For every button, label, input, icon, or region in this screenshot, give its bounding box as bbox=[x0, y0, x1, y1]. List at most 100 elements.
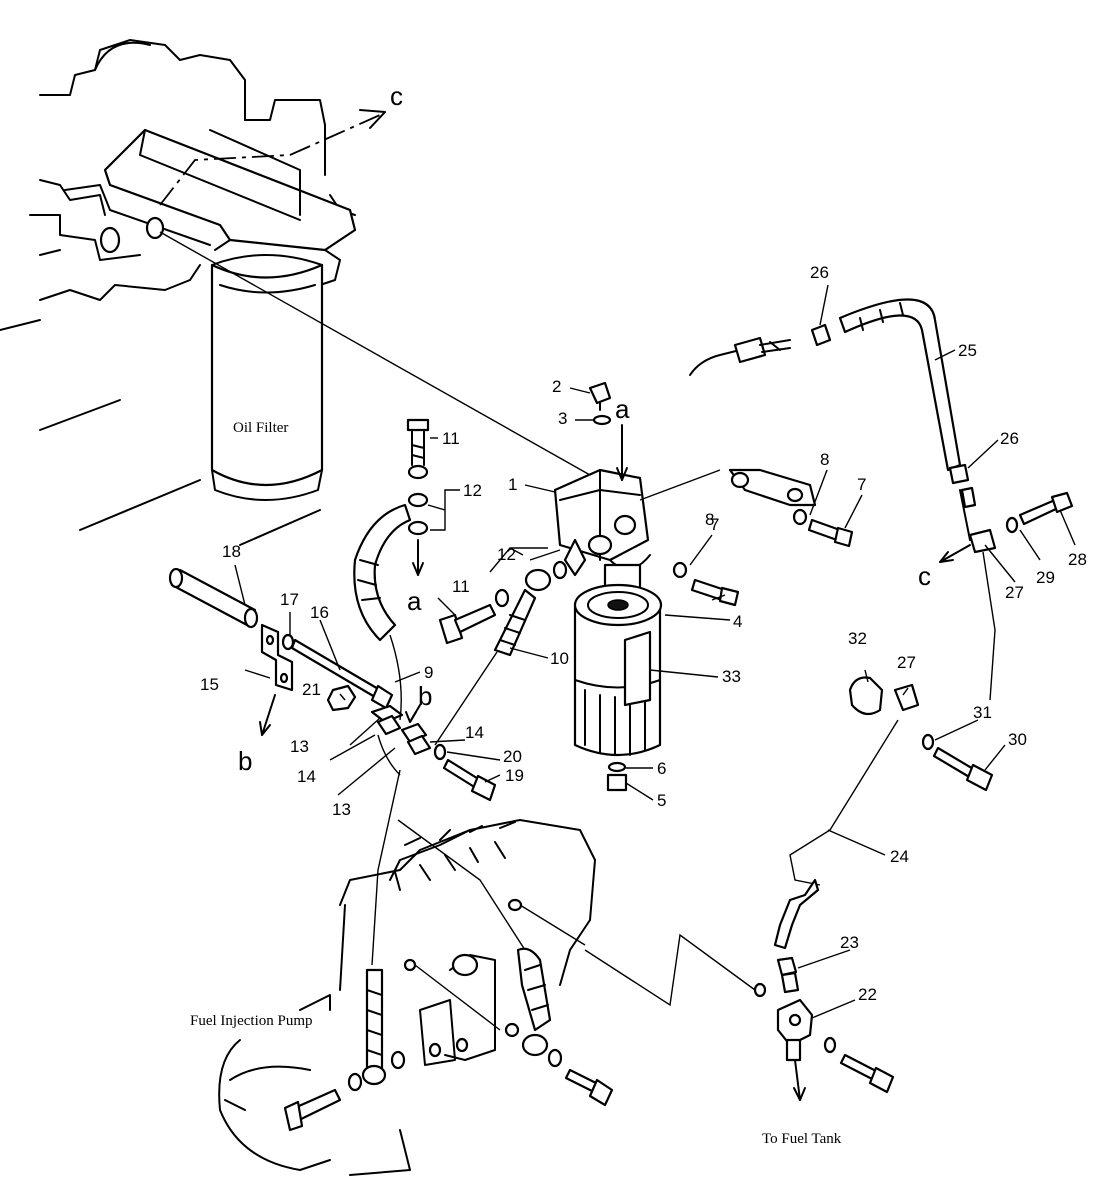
callout-13-upper: 13 bbox=[290, 737, 309, 756]
callout-8-upper: 8 bbox=[820, 450, 829, 469]
washer-17 bbox=[281, 633, 295, 651]
bracket-to-head-line bbox=[159, 231, 591, 476]
sleeve-32 bbox=[848, 676, 884, 716]
view-arrow-a-top: a bbox=[615, 394, 630, 481]
view-letter-a-left: a bbox=[407, 586, 422, 616]
bolt-11-lower bbox=[438, 603, 497, 645]
view-arrow-a-left: a bbox=[407, 539, 424, 616]
callout-26-upper: 26 bbox=[810, 263, 829, 282]
washer-8-lower bbox=[672, 561, 688, 579]
fuel-line-24 bbox=[773, 719, 899, 950]
fitting-27-lower bbox=[893, 683, 920, 712]
washer-12-upper-c bbox=[407, 520, 429, 536]
callout-20: 20 bbox=[503, 747, 522, 766]
callout-numbers: 1 2 3 4 5 6 7 7 8 8 9 10 11 11 12 12 13 … bbox=[200, 263, 1087, 1004]
washer-8-upper bbox=[792, 508, 808, 526]
callout-10: 10 bbox=[550, 649, 569, 668]
view-letter-c-top: c bbox=[390, 81, 403, 111]
view-arrow-b-mid: b bbox=[405, 681, 432, 723]
oil-filter-label: Oil Filter bbox=[233, 420, 288, 436]
bolt-7-lower bbox=[690, 578, 740, 607]
fuel-filter-cartridge bbox=[573, 583, 663, 757]
bolt-16 bbox=[290, 638, 394, 710]
view-arrow-c-right: c bbox=[918, 544, 971, 591]
leader-lines bbox=[234, 284, 1076, 1019]
callout-12-lower: 12 bbox=[497, 545, 516, 564]
view-letter-b-left: b bbox=[238, 746, 252, 776]
callout-1: 1 bbox=[508, 475, 517, 494]
washer-6 bbox=[607, 761, 627, 773]
callout-9: 9 bbox=[424, 663, 433, 682]
callout-7-lower: 7 bbox=[710, 515, 719, 534]
washer-12-upper-b bbox=[407, 492, 429, 508]
callout-26-lower: 26 bbox=[1000, 429, 1019, 448]
callout-16: 16 bbox=[310, 603, 329, 622]
oil-filter: Oil Filter bbox=[210, 254, 324, 501]
fuel-injection-pump-label: Fuel Injection Pump bbox=[190, 1013, 313, 1029]
callout-2: 2 bbox=[552, 377, 561, 396]
callout-5: 5 bbox=[657, 791, 666, 810]
bolt-22 bbox=[839, 1053, 895, 1094]
callout-6: 6 bbox=[657, 759, 666, 778]
nut-21 bbox=[326, 684, 357, 712]
to-fuel-tank-label: To Fuel Tank bbox=[762, 1131, 842, 1147]
washer-12-lower-b bbox=[552, 560, 568, 580]
callout-25: 25 bbox=[958, 341, 977, 360]
callout-14-right: 14 bbox=[465, 723, 484, 742]
fitting-27-upper bbox=[959, 486, 997, 701]
callout-33: 33 bbox=[722, 667, 741, 686]
bolt-30 bbox=[932, 746, 994, 792]
callout-17: 17 bbox=[280, 590, 299, 609]
bolt-19 bbox=[442, 758, 497, 802]
callout-27-upper: 27 bbox=[1005, 583, 1024, 602]
hose-clamp-26-upper bbox=[810, 323, 832, 347]
callout-30: 30 bbox=[1008, 730, 1027, 749]
washer-3 bbox=[592, 414, 612, 426]
callout-24: 24 bbox=[890, 847, 909, 866]
callout-32: 32 bbox=[848, 629, 867, 648]
bolt-2 bbox=[588, 381, 612, 411]
callout-12-upper: 12 bbox=[463, 481, 482, 500]
fuel-hose-10 bbox=[434, 568, 552, 746]
callout-18: 18 bbox=[222, 542, 241, 561]
fitting-23 bbox=[776, 956, 800, 994]
callout-13-lower: 13 bbox=[332, 800, 351, 819]
callout-28: 28 bbox=[1068, 550, 1087, 569]
callout-23: 23 bbox=[840, 933, 859, 952]
bolt-28 bbox=[1018, 491, 1074, 526]
view-letter-b-mid: b bbox=[418, 681, 432, 711]
callout-21: 21 bbox=[302, 680, 321, 699]
callout-27-lower: 27 bbox=[897, 653, 916, 672]
washer-31 bbox=[921, 733, 935, 751]
clamp-13-14 bbox=[370, 704, 432, 776]
filter-mounting-bracket bbox=[64, 128, 357, 286]
callout-14-left: 14 bbox=[297, 767, 316, 786]
break-line bbox=[507, 898, 767, 1007]
fuel-hose-25 bbox=[838, 298, 962, 472]
lower-middle-hose bbox=[397, 819, 614, 1107]
view-line-c-top: c bbox=[159, 81, 403, 206]
spacer-18 bbox=[168, 567, 259, 629]
view-letter-a-top: a bbox=[615, 394, 630, 424]
bolt-11-upper bbox=[406, 418, 430, 466]
fuel-hose-9 bbox=[353, 503, 412, 721]
bolt-7-upper bbox=[807, 518, 854, 548]
callout-4: 4 bbox=[733, 612, 742, 631]
washer-29 bbox=[1005, 516, 1019, 534]
callout-22: 22 bbox=[858, 985, 877, 1004]
washer-12-lower-a bbox=[494, 588, 510, 608]
callout-31: 31 bbox=[973, 703, 992, 722]
lower-left-hose bbox=[283, 769, 406, 1132]
fitting-22 bbox=[776, 998, 814, 1101]
callout-11-upper: 11 bbox=[442, 429, 460, 448]
washer-12-upper-a bbox=[407, 464, 429, 480]
fuel-injection-pump: Fuel Injection Pump bbox=[190, 819, 596, 1176]
view-arrow-b-left: b bbox=[238, 694, 276, 776]
hose-clamp-26-lower bbox=[948, 463, 970, 485]
callout-11-lower: 11 bbox=[452, 577, 470, 596]
callout-29: 29 bbox=[1036, 568, 1055, 587]
upper-mount-bracket bbox=[728, 468, 817, 507]
callout-8-lower: 8 bbox=[705, 510, 714, 529]
washer-22 bbox=[823, 1036, 837, 1054]
